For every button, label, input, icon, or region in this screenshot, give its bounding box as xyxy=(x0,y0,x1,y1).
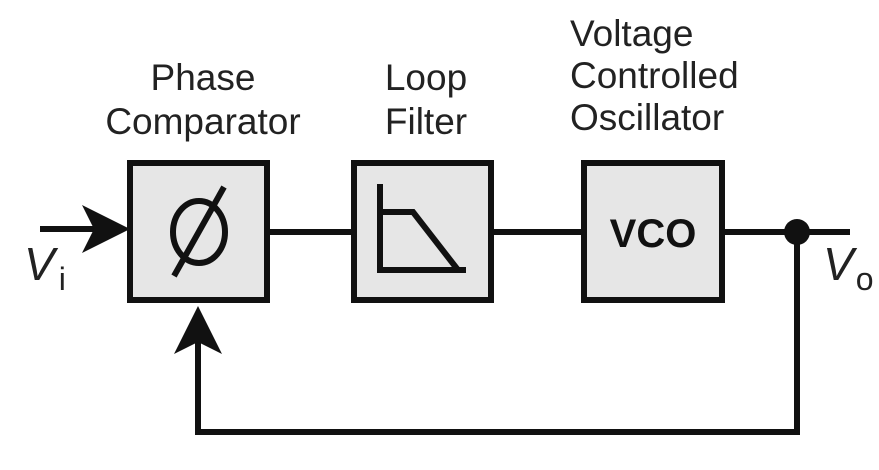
input-signal-symbol: V xyxy=(24,238,59,290)
vco-label-line-1: Voltage xyxy=(570,13,693,54)
loop-filter-block xyxy=(351,160,494,303)
lowpass-filter-icon xyxy=(377,184,466,273)
phase-comparator-label-line-2: Comparator xyxy=(105,101,300,142)
output-signal-subscript: o xyxy=(856,261,874,297)
feedback-path xyxy=(174,232,800,435)
vco-label-line-2: Controlled xyxy=(570,55,739,96)
loop-filter-label-line-2: Filter xyxy=(385,101,467,142)
junction-dot xyxy=(784,219,810,245)
input-signal-subscript: i xyxy=(59,261,66,297)
loop-filter-label-line-1: Loop xyxy=(385,57,467,98)
phase-comparator-label-line-1: Phase xyxy=(151,57,256,98)
vco-box-text: VCO xyxy=(610,212,697,256)
vco-block xyxy=(581,160,725,303)
output-signal-label: Vo xyxy=(823,238,873,297)
vco-label-line-3: Oscillator xyxy=(570,97,724,138)
phi-symbol xyxy=(170,185,228,278)
output-signal-symbol: V xyxy=(823,238,858,290)
